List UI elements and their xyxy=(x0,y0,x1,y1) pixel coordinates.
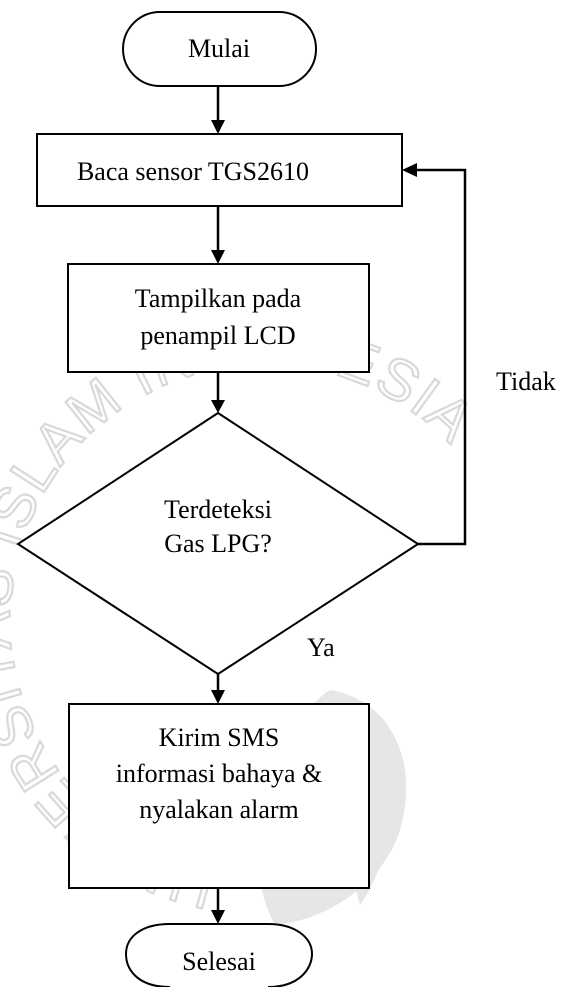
node-end-label: Selesai xyxy=(182,947,256,976)
branch-label-no: Tidak xyxy=(496,367,556,396)
node-start: Mulai xyxy=(122,11,317,87)
node-decision: Terdeteksi Gas LPG? xyxy=(16,411,420,676)
terminator-end-shape xyxy=(124,923,314,987)
arrowhead-display-to-decision xyxy=(211,400,225,413)
node-alert-label-line2: informasi bahaya & xyxy=(116,759,323,788)
node-end: Selesai xyxy=(124,923,314,987)
edge-decision-no-loop xyxy=(415,168,467,546)
node-alert: Kirim SMS informasi bahaya & nyalakan al… xyxy=(68,703,370,889)
process-read-sensor-shape xyxy=(36,133,403,207)
node-display-label-line2: penampil LCD xyxy=(140,321,295,350)
arrowhead-decision-yes xyxy=(211,690,225,704)
node-alert-label-line3: nyalakan alarm xyxy=(139,795,299,824)
branch-label-yes: Ya xyxy=(307,633,335,662)
node-start-label: Mulai xyxy=(188,34,250,63)
arrowhead-alert-to-end xyxy=(211,910,225,924)
node-alert-label-line1: Kirim SMS xyxy=(159,723,280,752)
terminator-start-shape xyxy=(122,11,317,87)
node-read-sensor: Baca sensor TGS2610 xyxy=(36,133,403,207)
arrowhead-start-to-read xyxy=(211,120,225,134)
node-decision-label-line2: Gas LPG? xyxy=(164,529,272,558)
process-alert-shape xyxy=(68,703,370,889)
node-decision-label-line1: Terdeteksi xyxy=(164,495,272,524)
node-display: Tampilkan pada penampil LCD xyxy=(67,263,370,373)
node-display-label-line1: Tampilkan pada xyxy=(135,284,302,313)
node-read-sensor-label: Baca sensor TGS2610 xyxy=(77,157,309,186)
decision-shape xyxy=(16,411,420,676)
arrowhead-decision-no-loop xyxy=(402,163,417,177)
process-display-shape xyxy=(67,263,370,373)
arrowhead-read-to-display xyxy=(211,250,225,264)
flowchart-edges xyxy=(211,86,467,924)
